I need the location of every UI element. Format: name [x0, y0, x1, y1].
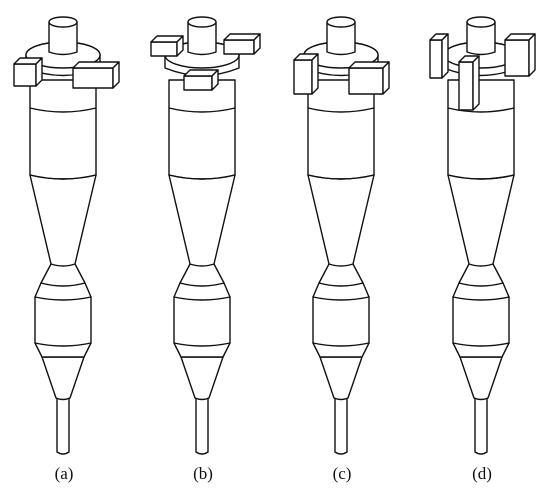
caption-b: (b) [193, 464, 213, 483]
cylinder-body [307, 79, 375, 180]
inlet-duct [223, 39, 255, 55]
main-cone [447, 174, 515, 267]
neck [40, 263, 86, 287]
outlet-pipe [48, 21, 78, 56]
outlet-pipe [466, 21, 496, 56]
cylinder-body [29, 79, 97, 180]
inlet-duct [13, 63, 37, 87]
lower-cone [41, 356, 85, 401]
lower-cone [319, 356, 363, 401]
dust-hopper [34, 282, 92, 358]
dust-hopper [312, 282, 370, 358]
main-cone [307, 174, 375, 267]
outlet-rim [326, 16, 356, 28]
inlet-duct [429, 39, 443, 79]
neck [179, 263, 225, 287]
outlet-pipe [326, 21, 356, 56]
caption-c: (c) [332, 464, 352, 483]
inlet-duct [504, 39, 530, 77]
neck [458, 263, 504, 287]
lower-cone [459, 356, 503, 401]
outlet-pipe [187, 21, 217, 56]
caption-a: (a) [54, 464, 74, 483]
main-cone [29, 174, 97, 267]
inlet-duct [348, 67, 384, 95]
inlet-duct [293, 59, 313, 95]
caption-d: (d) [472, 464, 492, 483]
inlet-duct [72, 67, 114, 89]
main-cone [168, 174, 236, 267]
dip-tube [56, 394, 70, 455]
lower-cone [180, 356, 224, 401]
cylinder-body [447, 79, 515, 180]
cyclone-b [150, 16, 261, 455]
dust-hopper [173, 282, 231, 358]
outlet-rim [466, 16, 496, 28]
inlet-duct [183, 75, 213, 91]
cyclone-c [293, 16, 390, 455]
outlet-rim [48, 16, 78, 28]
dust-hopper [452, 282, 510, 358]
dip-tube [195, 394, 209, 455]
cyclone-a [13, 16, 120, 455]
cyclone-d [429, 16, 536, 455]
inlet-duct [458, 61, 474, 111]
inlet-duct [150, 41, 178, 57]
cylinder-body [168, 79, 236, 180]
dip-tube [334, 394, 348, 455]
neck [318, 263, 364, 287]
outlet-rim [187, 16, 217, 28]
dip-tube [474, 394, 488, 455]
